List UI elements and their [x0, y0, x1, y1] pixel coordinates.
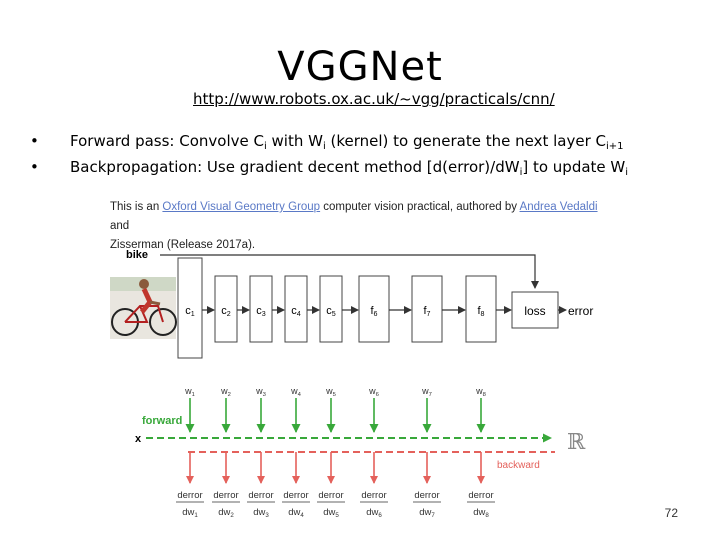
x-label: x — [135, 433, 142, 445]
layer-f6 — [358, 275, 390, 343]
layer-label-c5: c5 — [326, 305, 336, 318]
bike-image — [110, 277, 177, 339]
derror-label: derror — [177, 490, 202, 501]
bullet-dot: • — [30, 158, 39, 176]
weight-label-w8: w8 — [475, 386, 486, 398]
page-title: VGGNet — [277, 44, 443, 90]
layer-c5 — [319, 275, 343, 343]
bullet-text: Forward pass: Convolve Ci with Wi (kerne… — [70, 132, 624, 152]
layer-c1 — [177, 257, 203, 359]
error-label: error — [568, 304, 593, 318]
layer-label-c2: c2 — [221, 305, 231, 318]
layer-c4 — [284, 275, 308, 343]
loss-label: loss — [524, 304, 545, 318]
dw-label-dw4: dw4 — [288, 507, 304, 519]
real-symbol: ℝ — [567, 430, 586, 455]
credit-text: This is an Oxford Visual Geometry Group … — [110, 201, 598, 251]
layer-f7 — [411, 275, 443, 343]
layer-label-f6: f6 — [370, 305, 377, 318]
layer-c2 — [214, 275, 238, 343]
derror-label: derror — [361, 490, 386, 501]
layer-label-f8: f8 — [477, 305, 484, 318]
backward-label: backward — [497, 460, 540, 471]
layer-label-c1: c1 — [185, 305, 195, 318]
dw-label-dw5: dw5 — [323, 507, 339, 519]
forward-label: forward — [142, 415, 182, 427]
layer-label-f7: f7 — [423, 305, 430, 318]
layer-label-c4: c4 — [291, 305, 301, 318]
weight-label-w3: w3 — [255, 386, 266, 398]
derror-label: derror — [248, 490, 273, 501]
dw-label-dw8: dw8 — [473, 507, 489, 519]
weight-label-w5: w5 — [325, 386, 336, 398]
dw-label-dw1: dw1 — [182, 507, 198, 519]
derror-label: derror — [318, 490, 343, 501]
dw-label-dw6: dw6 — [366, 507, 382, 519]
bullet-dot: • — [30, 132, 39, 150]
weight-label-w4: w4 — [290, 386, 302, 398]
derror-label: derror — [414, 490, 439, 501]
dw-label-dw3: dw3 — [253, 507, 269, 519]
author-link[interactable]: Andrea Vedaldi — [519, 201, 598, 213]
dw-label-dw2: dw2 — [218, 507, 234, 519]
weight-label-w1: w1 — [184, 386, 195, 398]
layer-f8 — [465, 275, 497, 343]
weight-label-w6: w6 — [368, 386, 379, 398]
dw-label-dw7: dw7 — [419, 507, 435, 519]
weight-label-w7: w7 — [421, 386, 432, 398]
weight-label-w2: w2 — [220, 386, 231, 398]
derror-label: derror — [468, 490, 493, 501]
page-number: 72 — [664, 506, 678, 520]
layer-c3 — [249, 275, 273, 343]
label-arrow — [160, 254, 539, 289]
derror-label: derror — [283, 490, 308, 501]
loss-box — [511, 291, 559, 329]
bullet-text: Backpropagation: Use gradient decent met… — [70, 158, 629, 178]
layer-label-c3: c3 — [256, 305, 266, 318]
input-label: bike — [126, 249, 148, 261]
derror-label: derror — [213, 490, 238, 501]
vgg-link[interactable]: Oxford Visual Geometry Group — [162, 201, 321, 213]
source-url[interactable]: http://www.robots.ox.ac.uk/~vgg/practica… — [193, 90, 555, 108]
